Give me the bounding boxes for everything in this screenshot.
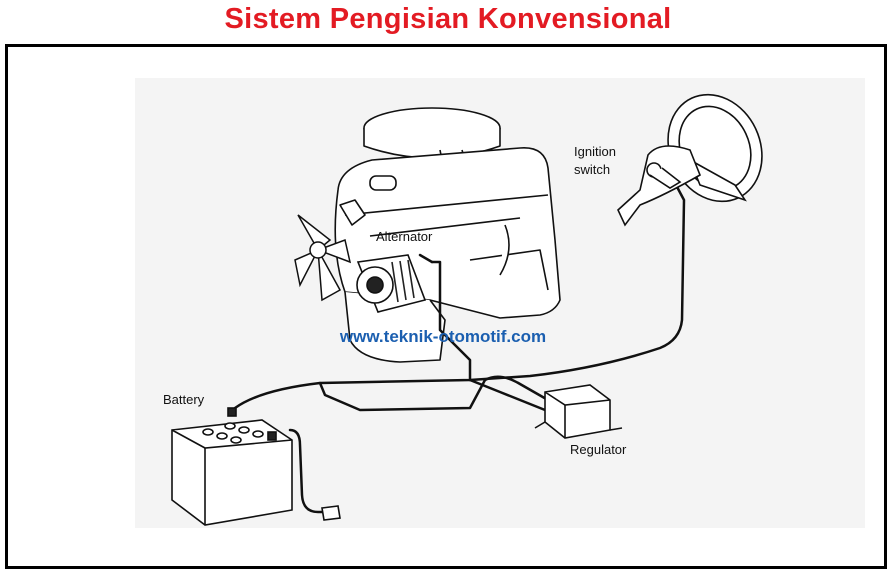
page-title: Sistem Pengisian Konvensional [224, 3, 672, 35]
steering-wheel-illustration [617, 93, 763, 227]
ignition-switch-label-line2: switch [574, 162, 610, 177]
ignition-switch-label-line1: Ignition [574, 144, 616, 159]
diagram-frame [5, 44, 887, 569]
alternator-illustration [356, 254, 427, 313]
alternator-label: Alternator [376, 229, 433, 244]
regulator-illustration [534, 384, 623, 439]
watermark-url: www.teknik-otomotif.com [339, 327, 546, 346]
regulator-label: Regulator [570, 442, 627, 457]
wiring-harness [233, 183, 686, 514]
battery-label: Battery [163, 392, 205, 407]
battery-illustration [171, 407, 293, 526]
fan-illustration [294, 214, 352, 302]
ground-terminal-illustration [321, 505, 341, 521]
